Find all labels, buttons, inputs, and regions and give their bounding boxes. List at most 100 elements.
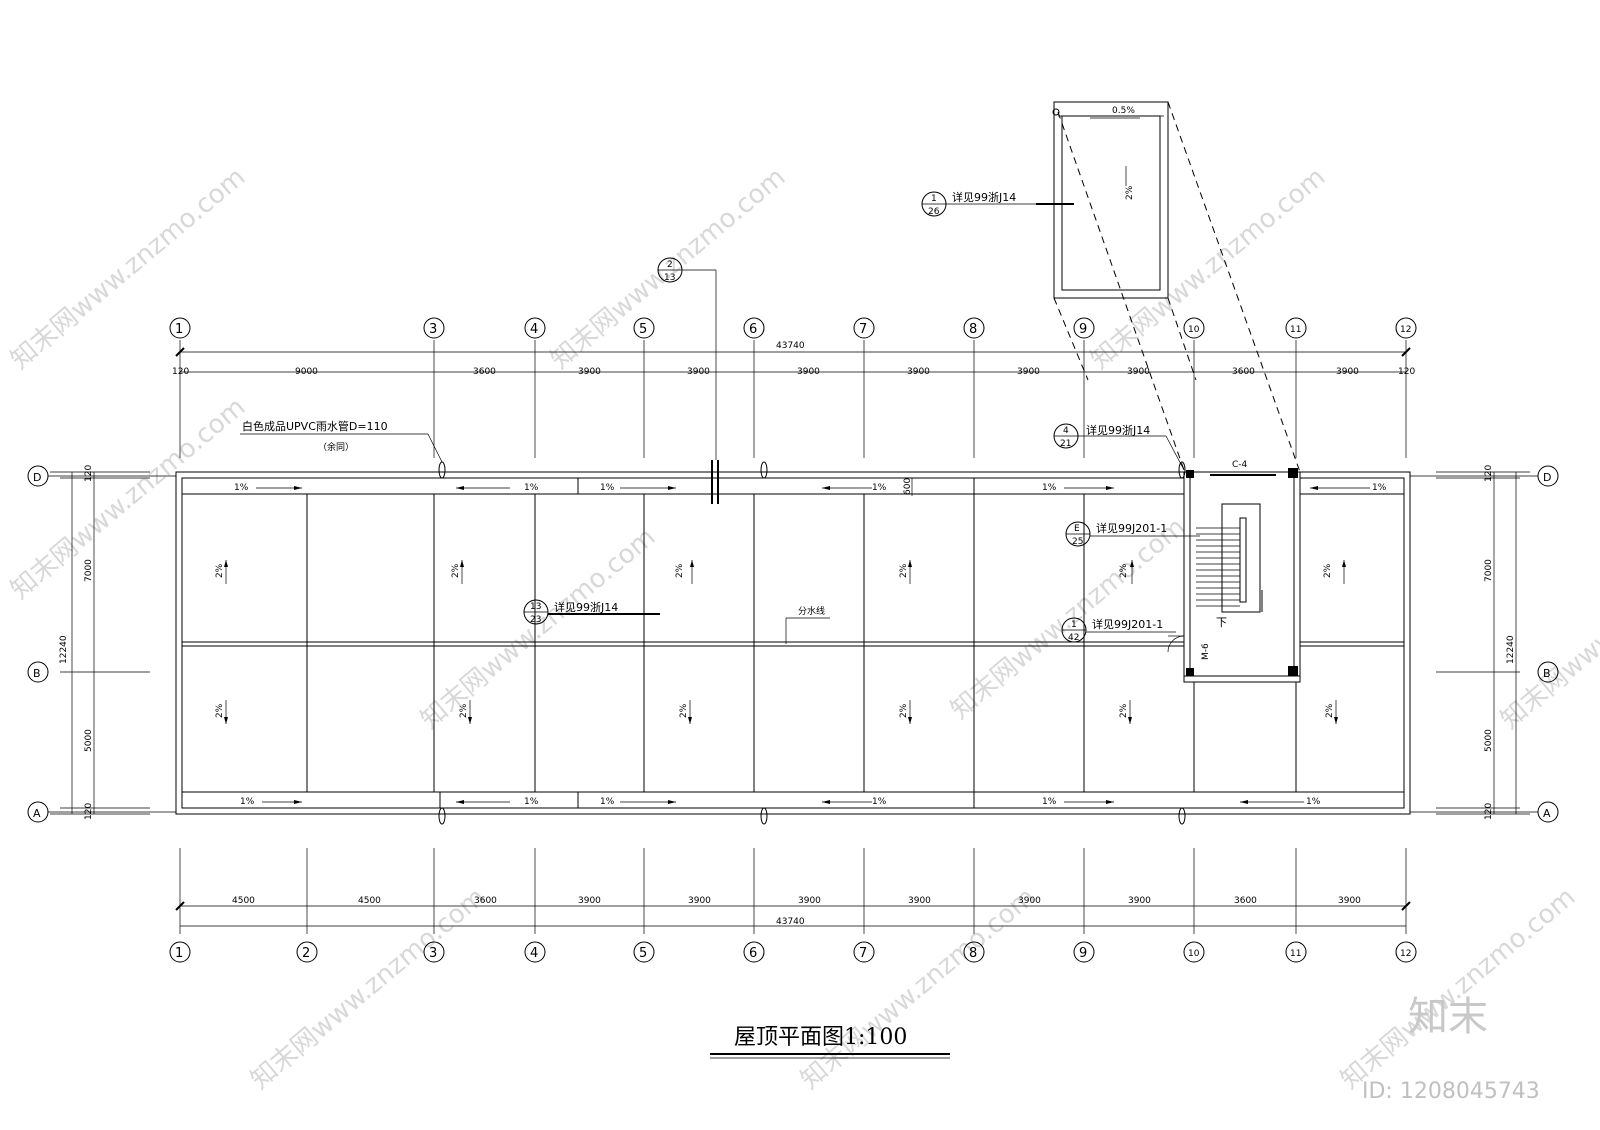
bottom-axis-bubbles: 1 2 3 4 5 6 7 8 9 10 11 12 xyxy=(169,941,1417,963)
svg-text:2%: 2% xyxy=(215,703,225,718)
callout-bubble: 2 13 xyxy=(657,257,717,460)
svg-text:25: 25 xyxy=(1072,537,1083,547)
svg-text:11: 11 xyxy=(1290,949,1301,959)
bottom-dim: 3900 xyxy=(798,896,821,906)
svg-text:2%: 2% xyxy=(679,703,689,718)
drawing-scale: 1:100 xyxy=(844,1025,907,1050)
pipe-note-sub: （余同） xyxy=(318,441,354,453)
slope-label: 1% xyxy=(600,797,676,807)
watermark-text: 知末网www.znzmo.com xyxy=(1335,882,1581,1095)
bottom-dim: 4500 xyxy=(232,896,255,906)
drawing-title-block: 屋顶平面图1:100 xyxy=(710,1025,950,1059)
callout-text: 详见99J201-1 xyxy=(1096,521,1167,535)
watermark-text: 知末网www.znzmo.com xyxy=(795,882,1041,1095)
axis-bubble: 2 xyxy=(296,941,318,963)
bottom-dim: 3900 xyxy=(1338,896,1361,906)
bottom-dim: 3600 xyxy=(1234,896,1257,906)
svg-text:10: 10 xyxy=(1188,325,1200,335)
top-dim: 3600 xyxy=(473,367,496,377)
slope-label: 1% xyxy=(234,483,302,493)
slope-label: 1% xyxy=(456,483,539,493)
svg-text:6: 6 xyxy=(749,322,757,337)
axis-bubble: B xyxy=(1537,661,1559,683)
slope-label: 2% xyxy=(679,700,692,724)
callout-bubble: E 25 详见99J201-1 xyxy=(1065,521,1200,547)
svg-text:1%: 1% xyxy=(600,797,615,807)
bottom-total-dim: 43740 xyxy=(776,917,805,927)
watermark-layer: 知末网www.znzmo.com 知末网www.znzmo.com 知末网www… xyxy=(5,162,1600,1095)
watermark-text: 知末网www.znzmo.com xyxy=(5,162,251,375)
slope-label: 2% xyxy=(451,560,464,584)
row-axis-bubbles: D B A D B A xyxy=(27,465,1559,823)
slope-label: 1% xyxy=(1310,483,1387,493)
watermark-text: 知末网www.znzmo.com xyxy=(1495,522,1600,735)
axis-bubble: 8 xyxy=(963,941,985,963)
axis-bubble: D xyxy=(27,465,49,487)
svg-text:9: 9 xyxy=(1079,322,1087,337)
svg-text:600: 600 xyxy=(903,478,913,495)
svg-text:120: 120 xyxy=(1484,803,1494,820)
slope-label: 2% xyxy=(459,700,472,724)
svg-text:1%: 1% xyxy=(1042,483,1057,493)
brand-logo: 知末 xyxy=(1408,994,1488,1040)
axis-bubble: 6 xyxy=(743,941,765,963)
svg-text:7: 7 xyxy=(859,322,867,337)
svg-text:1%: 1% xyxy=(240,797,255,807)
slope-label: 2% xyxy=(1325,700,1338,724)
svg-text:7000: 7000 xyxy=(84,559,94,582)
svg-text:12240: 12240 xyxy=(59,635,69,664)
axis-bubble: 8 xyxy=(963,317,985,339)
callout-text: 详见99浙J14 xyxy=(1086,423,1150,437)
right-dimensions: 120 7000 5000 120 12240 xyxy=(1436,465,1530,820)
left-dimensions: 12240 120 7000 5000 120 xyxy=(50,465,150,820)
svg-text:5000: 5000 xyxy=(1484,729,1494,752)
svg-text:12: 12 xyxy=(1400,949,1411,959)
callout-bubble: 1 42 详见99J201-1 xyxy=(1061,617,1176,643)
ridge-note: 分水线 xyxy=(785,605,830,644)
axis-bubble: D xyxy=(1537,465,1559,487)
svg-text:D: D xyxy=(1543,471,1551,484)
callout-bubble: 13 23 详见99浙J14 xyxy=(523,599,660,625)
svg-text:1%: 1% xyxy=(234,483,249,493)
pipe-note: 白色成品UPVC雨水管D=110 （余同） xyxy=(240,419,443,463)
svg-text:11: 11 xyxy=(1290,325,1301,335)
roof-slopes: 2% 2% 2% 2% 2% 2% 2% 2% 2% 2% 2% 2% xyxy=(215,560,1346,724)
slope-label: 2% xyxy=(215,560,228,584)
svg-text:1: 1 xyxy=(175,946,183,961)
svg-text:1%: 1% xyxy=(1306,797,1321,807)
svg-text:1: 1 xyxy=(175,322,183,337)
slope-label: 1% xyxy=(1042,797,1114,807)
top-dim: 3600 xyxy=(1232,367,1255,377)
watermark-text: 知末网www.znzmo.com xyxy=(1085,162,1331,375)
tank-roof-slope: 2% xyxy=(1125,185,1135,200)
axis-bubble: 11 xyxy=(1285,941,1307,963)
svg-text:A: A xyxy=(33,807,41,820)
svg-text:2%: 2% xyxy=(675,563,685,578)
image-id: ID: 1208045743 xyxy=(1362,1079,1540,1104)
door-label: M-6 xyxy=(1201,643,1211,660)
svg-text:2%: 2% xyxy=(899,703,909,718)
watermark-text: 知末网www.znzmo.com xyxy=(415,522,661,735)
drawing-title: 屋顶平面图 xyxy=(734,1025,844,1050)
axis-bubble: 1 xyxy=(169,941,191,963)
svg-text:1%: 1% xyxy=(524,797,539,807)
callout-bubble: 4 21 详见99浙J14 xyxy=(1053,423,1185,471)
svg-text:7000: 7000 xyxy=(1484,559,1494,582)
svg-text:1%: 1% xyxy=(872,483,887,493)
svg-text:23: 23 xyxy=(530,615,541,625)
bottom-dim: 4500 xyxy=(358,896,381,906)
svg-text:5: 5 xyxy=(639,946,647,961)
svg-text:12: 12 xyxy=(1400,325,1411,335)
slope-label: 2% xyxy=(1119,700,1132,724)
svg-text:屋顶平面图1:100: 屋顶平面图1:100 xyxy=(734,1025,907,1050)
svg-text:E: E xyxy=(1074,524,1080,534)
stair-core: C-4 下 M-6 xyxy=(1167,460,1301,683)
svg-text:1: 1 xyxy=(1071,620,1077,630)
top-dim: 3900 xyxy=(907,367,930,377)
svg-text:B: B xyxy=(33,667,41,680)
axis-bubble: 1 xyxy=(169,317,191,339)
gutter-slopes: 1% 1% 1% 1% 1% 1% 1% 1% 1% 1% 1% 1% xyxy=(234,483,1387,807)
svg-text:D: D xyxy=(33,471,41,484)
axis-bubble: 4 xyxy=(524,317,546,339)
bottom-dimensions: 4500 4500 3600 3900 3900 3900 3900 3900 … xyxy=(175,848,1411,934)
